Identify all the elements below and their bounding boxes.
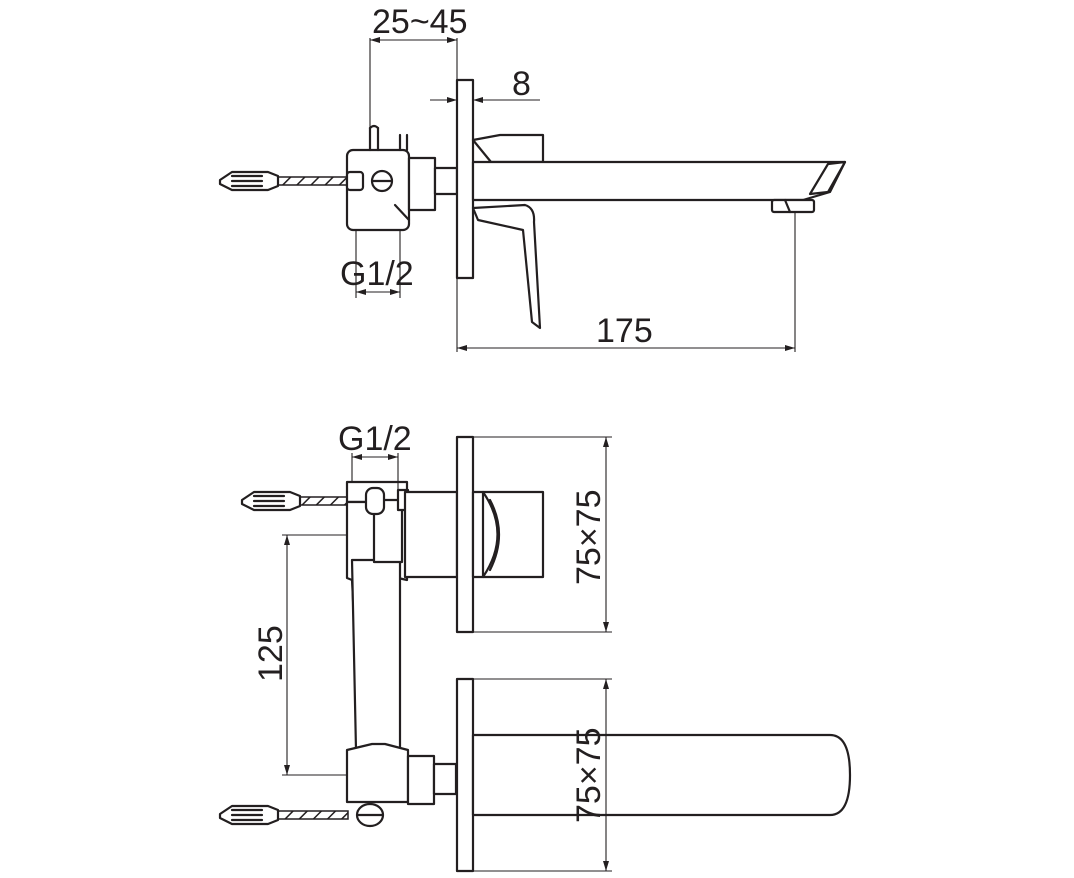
dim-plate-upper: 75×75 [473, 436, 612, 633]
dim-handle-spacing: 125 [252, 534, 348, 776]
valve-body-front [345, 480, 458, 828]
label-thread-top: G1/2 [340, 255, 414, 293]
dim-thread-top: G1/2 [340, 230, 414, 298]
anchor-screw-upper [218, 170, 349, 192]
spout-side [471, 160, 847, 214]
label-plate-lower: 75×75 [570, 728, 608, 824]
label-plate-upper: 75×75 [570, 490, 608, 586]
label-spout-length: 175 [596, 312, 653, 350]
side-view: 25~45 8 G1/2 175 [218, 3, 847, 352]
dim-plate-thickness: 8 [430, 65, 540, 103]
wall-plate-side [455, 78, 475, 280]
dim-plate-lower: 75×75 [473, 678, 612, 872]
handle-side [471, 133, 545, 330]
front-view: G1/2 75×75 125 75×75 [218, 420, 852, 873]
plate-lower-front [455, 677, 852, 873]
valve-body-side [345, 124, 459, 232]
dim-thread-front: G1/2 [338, 420, 412, 490]
label-thread-front: G1/2 [338, 420, 412, 458]
plate-upper-front [403, 435, 545, 634]
dim-spout-length: 175 [456, 212, 796, 352]
label-wall-range: 25~45 [372, 3, 468, 41]
dim-wall-range: 25~45 [369, 3, 468, 128]
label-handle-spacing: 125 [252, 625, 290, 682]
label-plate-thickness: 8 [512, 65, 531, 103]
anchor-screw-front-lower [218, 804, 349, 826]
